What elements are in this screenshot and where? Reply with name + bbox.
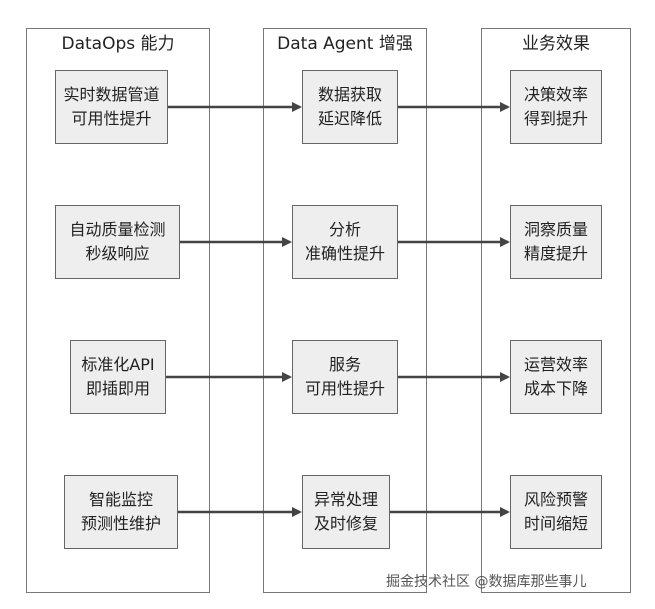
node-line: 可用性提升 xyxy=(71,109,152,128)
node-exception-handling: 异常处理 及时修复 xyxy=(302,475,390,549)
node-line: 风险预警 xyxy=(523,490,588,509)
node-line: 实时数据管道 xyxy=(63,85,160,104)
node-line: 可用性提升 xyxy=(304,379,385,398)
node-standard-api: 标准化API 即插即用 xyxy=(70,340,166,414)
column-title-dataops: DataOps 能力 xyxy=(61,34,175,54)
node-analysis: 分析 准确性提升 xyxy=(292,205,398,279)
node-line: 时间缩短 xyxy=(523,514,588,533)
node-line: 标准化API xyxy=(81,355,155,374)
node-data-acquisition: 数据获取 延迟降低 xyxy=(302,70,398,144)
node-line: 成本下降 xyxy=(523,379,588,398)
node-line: 得到提升 xyxy=(523,109,588,128)
node-decision-efficiency: 决策效率 得到提升 xyxy=(510,70,602,144)
node-line: 秒级响应 xyxy=(85,244,150,263)
node-realtime-pipeline: 实时数据管道 可用性提升 xyxy=(55,70,168,144)
node-operation-efficiency: 运营效率 成本下降 xyxy=(510,340,602,414)
node-line: 决策效率 xyxy=(523,85,588,104)
node-service: 服务 可用性提升 xyxy=(292,340,398,414)
node-line: 智能监控 xyxy=(88,490,153,509)
node-insight-quality: 洞察质量 精度提升 xyxy=(510,205,602,279)
column-title-business: 业务效果 xyxy=(522,34,590,54)
node-line: 异常处理 xyxy=(313,490,378,509)
node-line: 运营效率 xyxy=(523,355,588,374)
node-line: 精度提升 xyxy=(523,244,588,263)
node-auto-quality-check: 自动质量检测 秒级响应 xyxy=(55,205,180,279)
node-line: 分析 xyxy=(328,220,361,239)
node-line: 数据获取 xyxy=(317,85,382,104)
node-line: 延迟降低 xyxy=(317,109,382,128)
watermark: 掘金技术社区 @数据库那些事儿 xyxy=(386,574,587,590)
node-line: 服务 xyxy=(328,355,361,374)
node-line: 预测性维护 xyxy=(80,514,161,533)
node-line: 洞察质量 xyxy=(523,220,588,239)
node-line: 准确性提升 xyxy=(304,244,385,263)
node-line: 及时修复 xyxy=(313,514,378,533)
node-line: 即插即用 xyxy=(85,379,150,398)
node-risk-warning: 风险预警 时间缩短 xyxy=(510,475,602,549)
node-smart-monitoring: 智能监控 预测性维护 xyxy=(64,475,178,549)
node-line: 自动质量检测 xyxy=(69,220,166,239)
column-title-data-agent: Data Agent 增强 xyxy=(277,34,413,54)
